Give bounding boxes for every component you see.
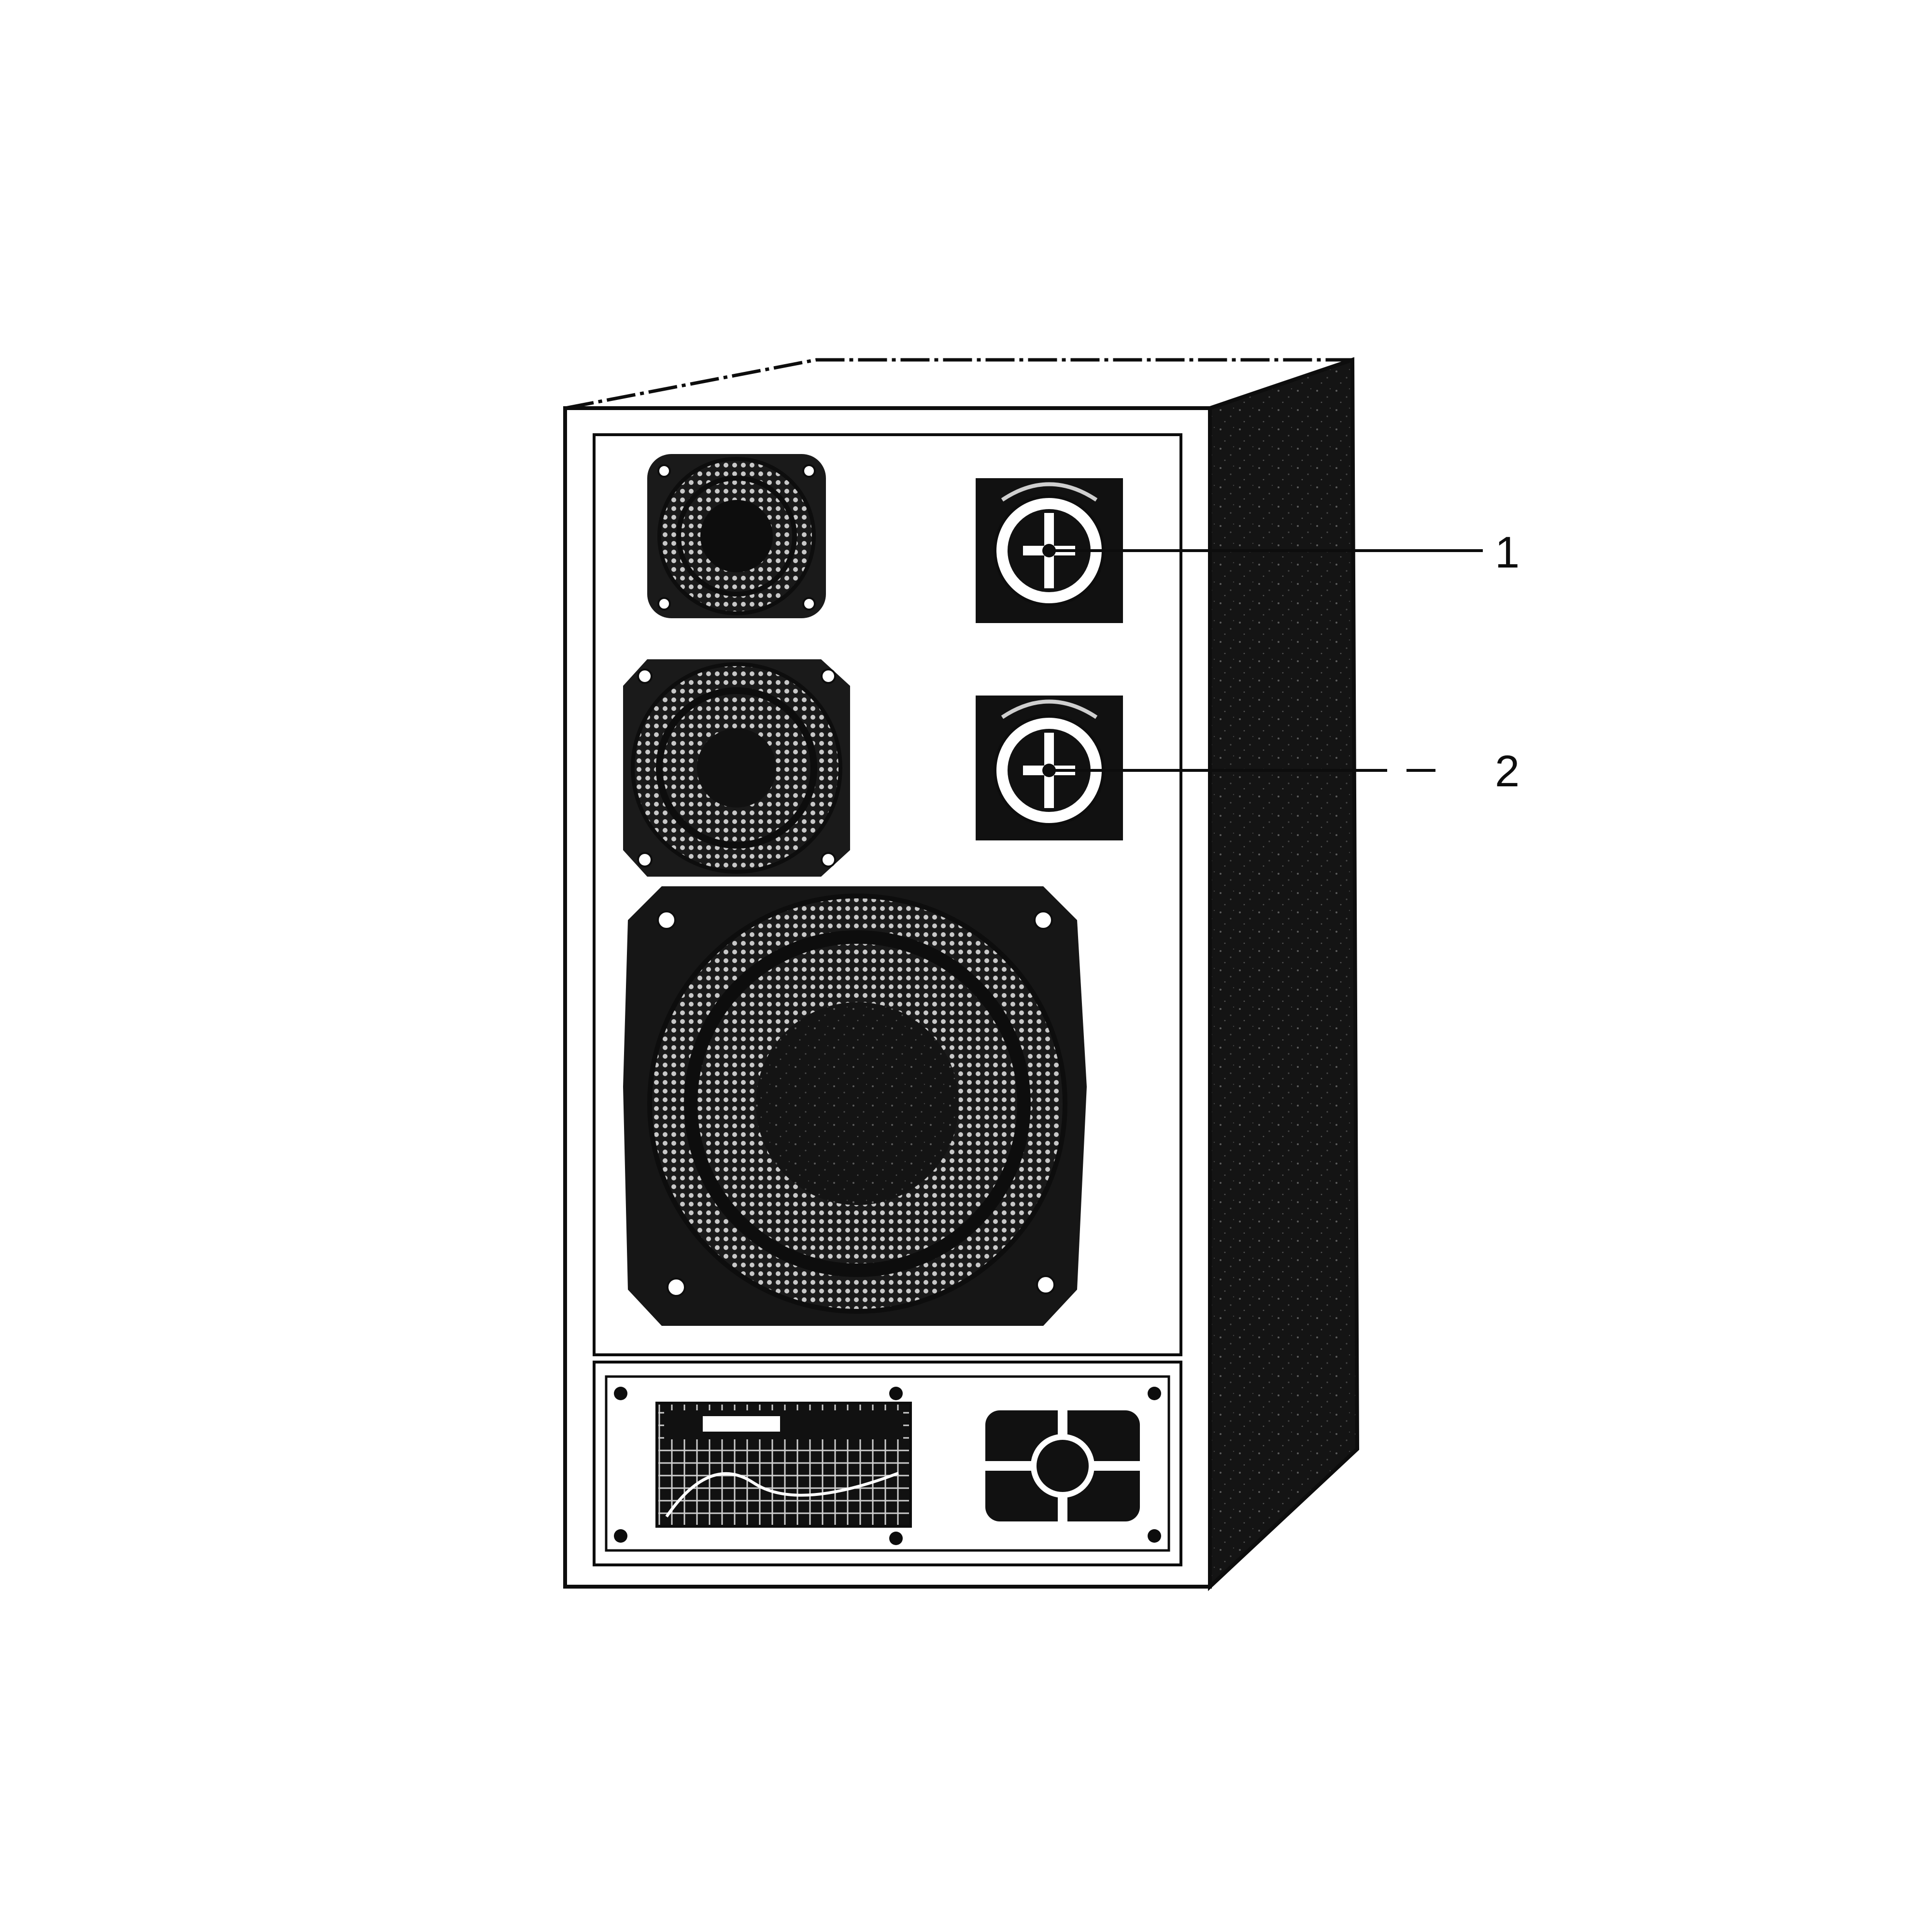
tweeter-ring: [676, 476, 797, 597]
nameplate-logo: [703, 1416, 780, 1432]
screw-icon: [821, 852, 836, 867]
nameplate-curve: [665, 1472, 899, 1518]
screw-icon: [657, 597, 671, 611]
screw-icon: [667, 1278, 686, 1297]
screw-icon: [889, 1387, 903, 1400]
bottom-panel-details: [614, 1387, 1161, 1545]
screw-icon: [1034, 910, 1053, 930]
screw-icon: [637, 852, 653, 867]
knob-scale-2: [1001, 699, 1098, 719]
screw-icon: [1036, 1275, 1055, 1294]
screw-icon: [821, 668, 836, 684]
screw-icon: [614, 1387, 627, 1400]
midrange-dustcap: [697, 728, 776, 808]
knob-scale-1: [1001, 482, 1098, 502]
screw-icon: [1148, 1529, 1161, 1543]
nameplate-header: [664, 1410, 903, 1439]
midrange-driver: [623, 659, 850, 877]
tweeter-dome: [700, 500, 773, 572]
screw-icon: [657, 464, 671, 478]
screw-icon: [802, 464, 816, 478]
screw-icon: [637, 668, 653, 684]
screw-icon: [802, 597, 816, 611]
tweeter: [647, 454, 826, 618]
callout-label-1: 1: [1495, 528, 1520, 577]
screw-icon: [1148, 1387, 1161, 1400]
woofer-dustcap: [756, 1002, 959, 1205]
midrange-ring: [656, 687, 817, 849]
cabinet-side-panel: [1208, 357, 1360, 1591]
woofer: [623, 886, 1087, 1326]
woofer-ring: [684, 930, 1031, 1277]
screw-icon: [657, 910, 676, 930]
screw-icon: [889, 1532, 903, 1545]
bass-port-opening: [1031, 1434, 1094, 1498]
callout-label-2: 2: [1495, 747, 1520, 796]
screw-icon: [614, 1529, 627, 1543]
level-control-2: [976, 696, 1123, 840]
